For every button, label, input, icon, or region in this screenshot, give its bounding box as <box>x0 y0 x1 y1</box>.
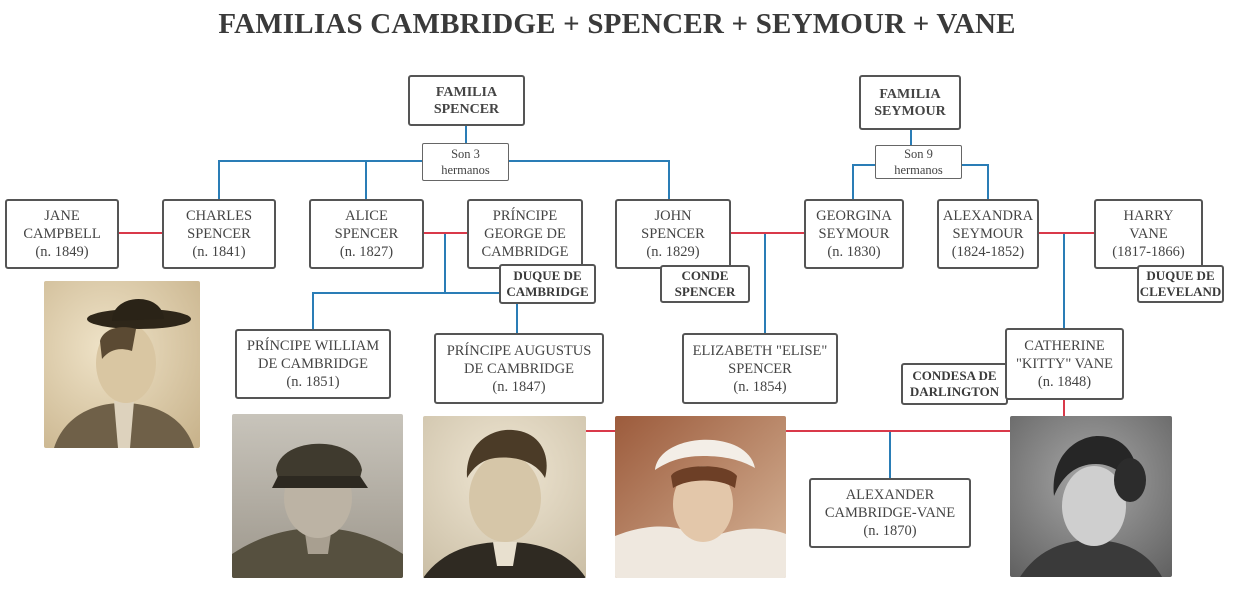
person-alexandra-seymour: ALEXANDRA SEYMOUR (1824-1852) <box>937 199 1039 269</box>
person-jane-campbell: JANE CAMPBELL (n. 1849) <box>5 199 119 269</box>
person-name: PRÍNCIPE GEORGE DE CAMBRIDGE <box>481 208 569 260</box>
person-birth: (n. 1851) <box>286 374 340 390</box>
person-birth: (n. 1849) <box>35 244 89 260</box>
title-condesa-darlington: CONDESA DE DARLINGTON <box>901 363 1008 405</box>
person-birth: (n. 1854) <box>733 378 787 395</box>
person-birth: (n. 1830) <box>827 244 881 260</box>
spencer-siblings-branch-line <box>218 160 670 199</box>
person-alice-spencer: ALICE SPENCER (n. 1827) <box>309 199 424 269</box>
person-birth: (n. 1848) <box>1037 374 1092 390</box>
person-birth: (n. 1827) <box>339 244 394 260</box>
portrait-charles-spencer-photo <box>44 281 200 448</box>
person-name: JOHN SPENCER <box>641 208 705 242</box>
family-spencer-box: FAMILIA SPENCER <box>408 75 525 126</box>
person-harry-vane: HARRY VANE (1817-1866) <box>1094 199 1203 269</box>
seymour-siblings-branch-line <box>852 164 989 199</box>
page-title: FAMILIAS CAMBRIDGE + SPENCER + SEYMOUR +… <box>218 8 1016 40</box>
title-duque-cleveland: DUQUE DE CLEVELAND <box>1137 265 1224 303</box>
family-spencer-label: FAMILIA SPENCER <box>433 84 500 117</box>
person-name: PRÍNCIPE WILLIAM DE CAMBRIDGE <box>246 338 380 372</box>
person-birth: (n. 1841) <box>192 244 246 260</box>
portrait-elise-spencer-photo <box>615 416 786 578</box>
person-name: CATHERINE "KITTY" VANE <box>1015 338 1114 372</box>
person-birth: (1824-1852) <box>951 244 1025 260</box>
person-name: ALICE SPENCER <box>334 208 399 242</box>
person-birth: (n. 1870) <box>863 523 917 539</box>
person-name: HARRY VANE <box>1123 208 1174 242</box>
person-elise-spencer: ELIZABETH "ELISE" SPENCER (n. 1854) <box>682 333 838 404</box>
family-seymour-label: FAMILIA SEYMOUR <box>874 86 946 119</box>
person-name: ALEXANDRA SEYMOUR <box>942 208 1034 242</box>
person-name: GEORGINA SEYMOUR <box>816 208 892 242</box>
person-augustus-cambridge: PRÍNCIPE AUGUSTUS DE CAMBRIDGE (n. 1847) <box>434 333 604 404</box>
person-georgina-seymour: GEORGINA SEYMOUR (n. 1830) <box>804 199 904 269</box>
title-conde-spencer: CONDE SPENCER <box>660 265 750 303</box>
portrait-kitty-vane-photo <box>1010 416 1172 577</box>
portrait-william-cambridge-photo <box>232 414 403 578</box>
person-george-cambridge: PRÍNCIPE GEORGE DE CAMBRIDGE <box>467 199 583 269</box>
family-seymour-box: FAMILIA SEYMOUR <box>859 75 961 130</box>
person-charles-spencer: CHARLES SPENCER (n. 1841) <box>162 199 276 269</box>
person-name: CHARLES SPENCER <box>185 208 253 242</box>
person-name: JANE CAMPBELL <box>23 208 101 242</box>
portrait-augustus-cambridge-photo <box>423 416 586 578</box>
person-william-cambridge: PRÍNCIPE WILLIAM DE CAMBRIDGE (n. 1851) <box>235 329 391 399</box>
person-birth: (n. 1847) <box>492 378 546 395</box>
person-name: PRÍNCIPE AUGUSTUS DE CAMBRIDGE <box>446 342 592 377</box>
title-duque-cambridge: DUQUE DE CAMBRIDGE <box>499 264 596 304</box>
person-name: ELIZABETH "ELISE" SPENCER <box>692 342 828 377</box>
augustus-kitty-marriage-line <box>586 400 1065 432</box>
person-birth: (n. 1829) <box>646 244 700 260</box>
person-kitty-vane: CATHERINE "KITTY" VANE (n. 1848) <box>1005 328 1124 400</box>
seymour-siblings-count: Son 9 hermanos <box>875 145 962 179</box>
person-name: ALEXANDER CAMBRIDGE-VANE <box>824 487 956 521</box>
person-birth: (1817-1866) <box>1112 244 1185 260</box>
spencer-siblings-count: Son 3 hermanos <box>422 143 509 181</box>
person-alexander-cambridge-vane: ALEXANDER CAMBRIDGE-VANE (n. 1870) <box>809 478 971 548</box>
person-john-spencer: JOHN SPENCER (n. 1829) <box>615 199 731 269</box>
